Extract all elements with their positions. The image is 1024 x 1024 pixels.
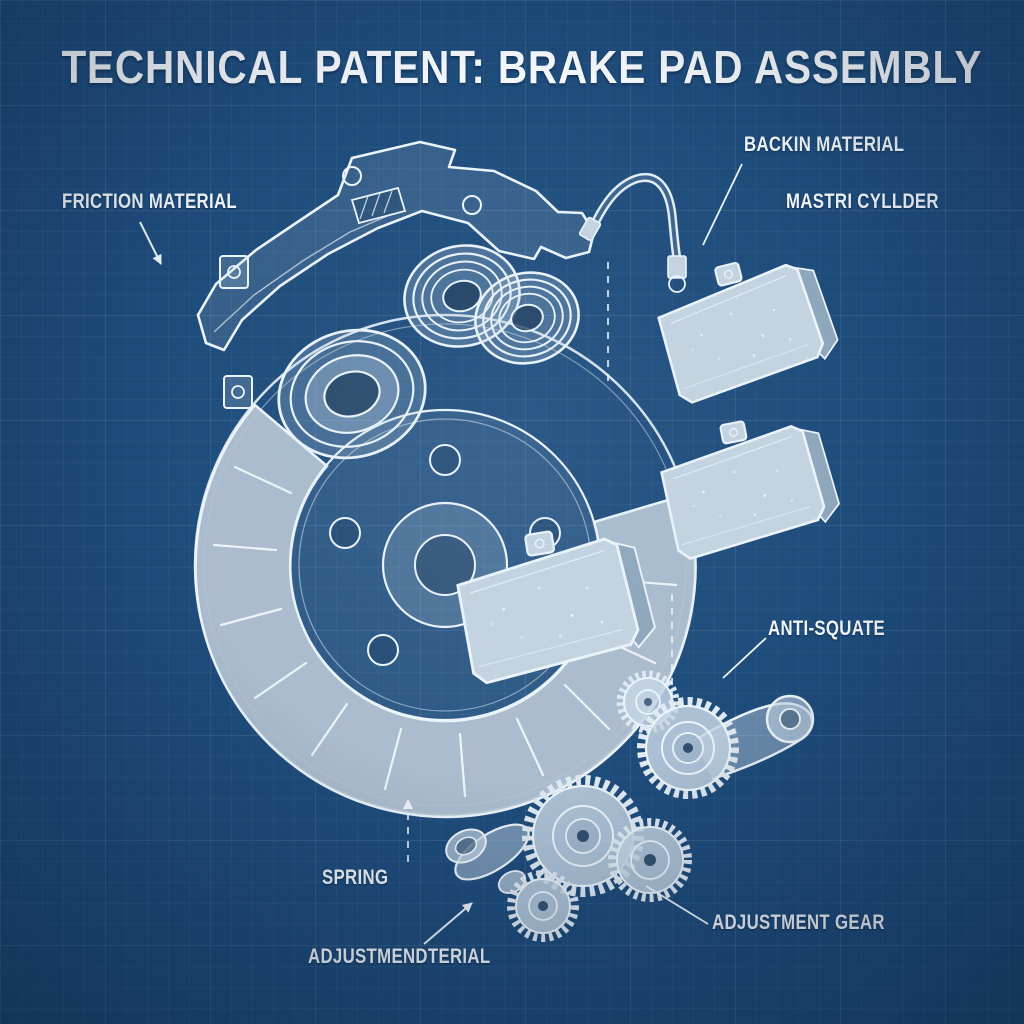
brake-hose-drawing	[578, 173, 687, 293]
brake-caliper-drawing	[196, 140, 596, 460]
gear-middle	[608, 818, 692, 902]
label-master-cylinder: MASTRI CYLLDER	[786, 190, 939, 213]
label-adjustment-gear: ADJUSTMENT GEAR	[712, 911, 885, 934]
label-adjustment-material: ADJUSTMENDTERIAL	[308, 945, 491, 968]
gear-bottom	[507, 870, 579, 942]
brake-pad-middle-right	[653, 404, 846, 563]
gear-large	[637, 697, 739, 799]
friction-material-leader	[139, 221, 162, 265]
label-backing-material: BACKIN MATERIAL	[744, 133, 905, 156]
adjustment-gear-assembly-drawing	[445, 670, 815, 942]
page-title: TECHNICAL PATENT: BRAKE PAD ASSEMBLY	[61, 41, 983, 93]
adjustment-gear-leader	[645, 885, 709, 925]
label-anti-squeal: ANTI-SQUATE	[768, 617, 886, 640]
label-friction-material: FRICTION MATERIAL	[62, 190, 237, 213]
anti-squeal-leader	[722, 637, 767, 679]
label-spring: SPRING	[322, 866, 389, 889]
backing-material-leader	[702, 163, 743, 246]
adjustment-material-leader	[423, 902, 473, 945]
leader-lines	[139, 163, 767, 945]
